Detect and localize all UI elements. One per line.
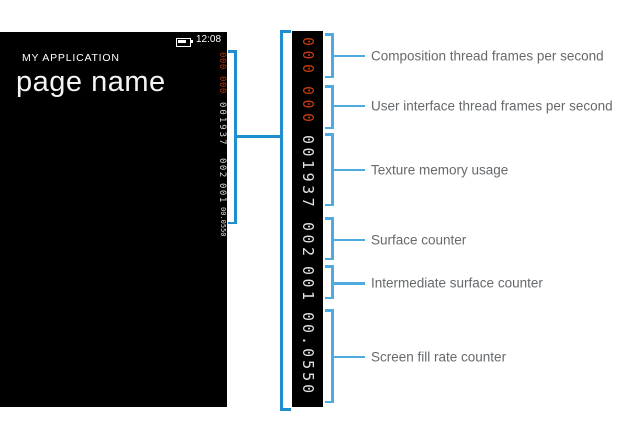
counter-surface-small: 002 bbox=[217, 158, 227, 179]
callout-leader-1 bbox=[333, 54, 365, 57]
strip-bracket-bottom-tick bbox=[283, 408, 291, 411]
counter-ui-fps: 000 bbox=[299, 86, 317, 127]
callout-bracket-6 bbox=[331, 309, 334, 403]
callout-leader-5 bbox=[333, 282, 365, 285]
counter-composition-fps: 000 bbox=[299, 37, 317, 78]
page-title: page name bbox=[16, 66, 166, 98]
callout-leader-2 bbox=[333, 104, 365, 107]
battery-icon bbox=[176, 38, 193, 47]
callout-leader-3 bbox=[333, 168, 365, 171]
counter-intermediate-surface: 001 bbox=[299, 266, 317, 304]
callout-bracket-3 bbox=[331, 133, 334, 206]
magnified-counter-strip bbox=[292, 31, 323, 407]
strip-bracket-top-tick bbox=[283, 30, 291, 33]
callout-bracket-4 bbox=[331, 217, 334, 260]
callout-bracket-5 bbox=[331, 265, 334, 299]
label-intermediate-surface: Intermediate surface counter bbox=[371, 275, 543, 291]
label-surface-counter: Surface counter bbox=[371, 232, 467, 248]
phone-bracket-vertical bbox=[234, 50, 237, 224]
counter-texture-memory-small: 001937 bbox=[217, 102, 227, 147]
counter-screen-fill-rate-small: 00.0550 bbox=[219, 207, 227, 237]
callout-bracket-1 bbox=[331, 33, 334, 78]
counter-surface: 002 bbox=[299, 222, 317, 260]
label-ui-fps: User interface thread frames per second bbox=[371, 98, 613, 114]
label-screen-fill-rate: Screen fill rate counter bbox=[371, 349, 507, 365]
phone-screen: 12:08 MY APPLICATION page name 000 000 0… bbox=[0, 32, 227, 407]
callout-leader-6 bbox=[333, 355, 365, 358]
counter-ui-fps-small: 000 bbox=[217, 76, 227, 94]
callout-bracket-2 bbox=[331, 85, 334, 129]
counter-screen-fill-rate: 00.0550 bbox=[299, 312, 317, 397]
label-texture-memory: Texture memory usage bbox=[371, 162, 509, 178]
callout-leader-4 bbox=[333, 238, 365, 241]
phone-bracket-bottom-tick bbox=[228, 221, 235, 224]
phone-bracket-top-tick bbox=[228, 50, 235, 53]
phone-bracket-connector bbox=[236, 134, 283, 138]
status-bar: 12:08 bbox=[0, 32, 227, 48]
strip-bracket-vertical bbox=[280, 30, 283, 411]
counter-composition-fps-small: 000 bbox=[217, 52, 227, 70]
counter-intermediate-surface-small: 001 bbox=[217, 183, 227, 204]
app-title: MY APPLICATION bbox=[22, 52, 120, 64]
counter-texture-memory: 001937 bbox=[299, 135, 317, 211]
status-clock: 12:08 bbox=[196, 34, 222, 45]
label-composition-fps: Composition thread frames per second bbox=[371, 48, 604, 64]
